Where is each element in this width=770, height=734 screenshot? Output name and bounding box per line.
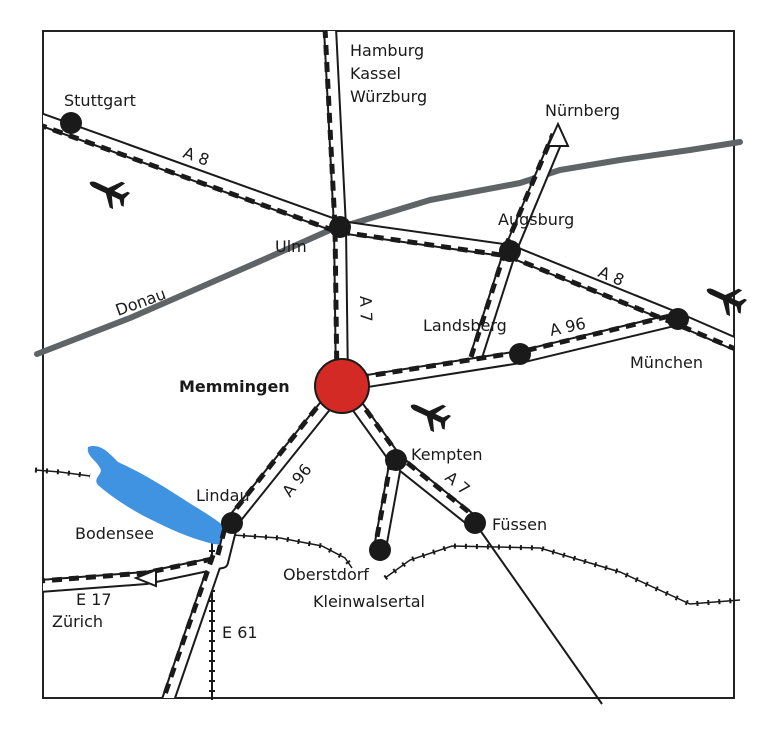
- label-fuessen: Füssen: [492, 515, 547, 534]
- city-dots: [60, 112, 689, 561]
- label-e17: E 17: [76, 590, 112, 609]
- label-bodensee: Bodensee: [75, 524, 154, 543]
- label-memmingen: Memmingen: [179, 377, 290, 396]
- map-frame: [42, 30, 735, 699]
- augsburg-dot: [499, 240, 521, 262]
- muenchen-dot: [667, 308, 689, 330]
- label-muenchen: München: [630, 353, 703, 372]
- label-nuernberg: Nürnberg: [545, 101, 620, 120]
- label-kleinwalsertal: Kleinwalsertal: [313, 592, 425, 611]
- label-oberstdorf: Oberstdorf: [283, 565, 369, 584]
- lindau-dot: [221, 512, 243, 534]
- oberstdorf-dot: [369, 539, 391, 561]
- label-kempten: Kempten: [411, 445, 483, 464]
- label-hamburg: Hamburg: [350, 41, 424, 60]
- stuttgart-dot: [60, 112, 82, 134]
- label-lindau: Lindau: [196, 486, 250, 505]
- nuernberg-arrow-icon: [546, 121, 570, 147]
- landsberg-dot: [509, 343, 531, 365]
- label-kassel: Kassel: [350, 64, 401, 83]
- label-ulm: Ulm: [275, 237, 307, 256]
- fuessen-road: [474, 522, 603, 705]
- label-wuerzburg: Würzburg: [350, 87, 427, 106]
- ulm-dot: [329, 216, 351, 238]
- bodensee-lake: [87, 446, 232, 545]
- zuerich-arrow-icon: [133, 568, 157, 588]
- kempten-dot: [385, 449, 407, 471]
- label-zuerich: Zürich: [52, 612, 103, 631]
- label-e61: E 61: [222, 623, 258, 642]
- memmingen-marker: [314, 358, 370, 414]
- label-landsberg: Landsberg: [423, 316, 507, 335]
- label-a7-north: A 7: [356, 295, 376, 322]
- donau-river: [34, 139, 743, 357]
- fuessen-dot: [464, 512, 486, 534]
- label-stuttgart: Stuttgart: [64, 91, 136, 110]
- label-augsburg: Augsburg: [498, 210, 574, 229]
